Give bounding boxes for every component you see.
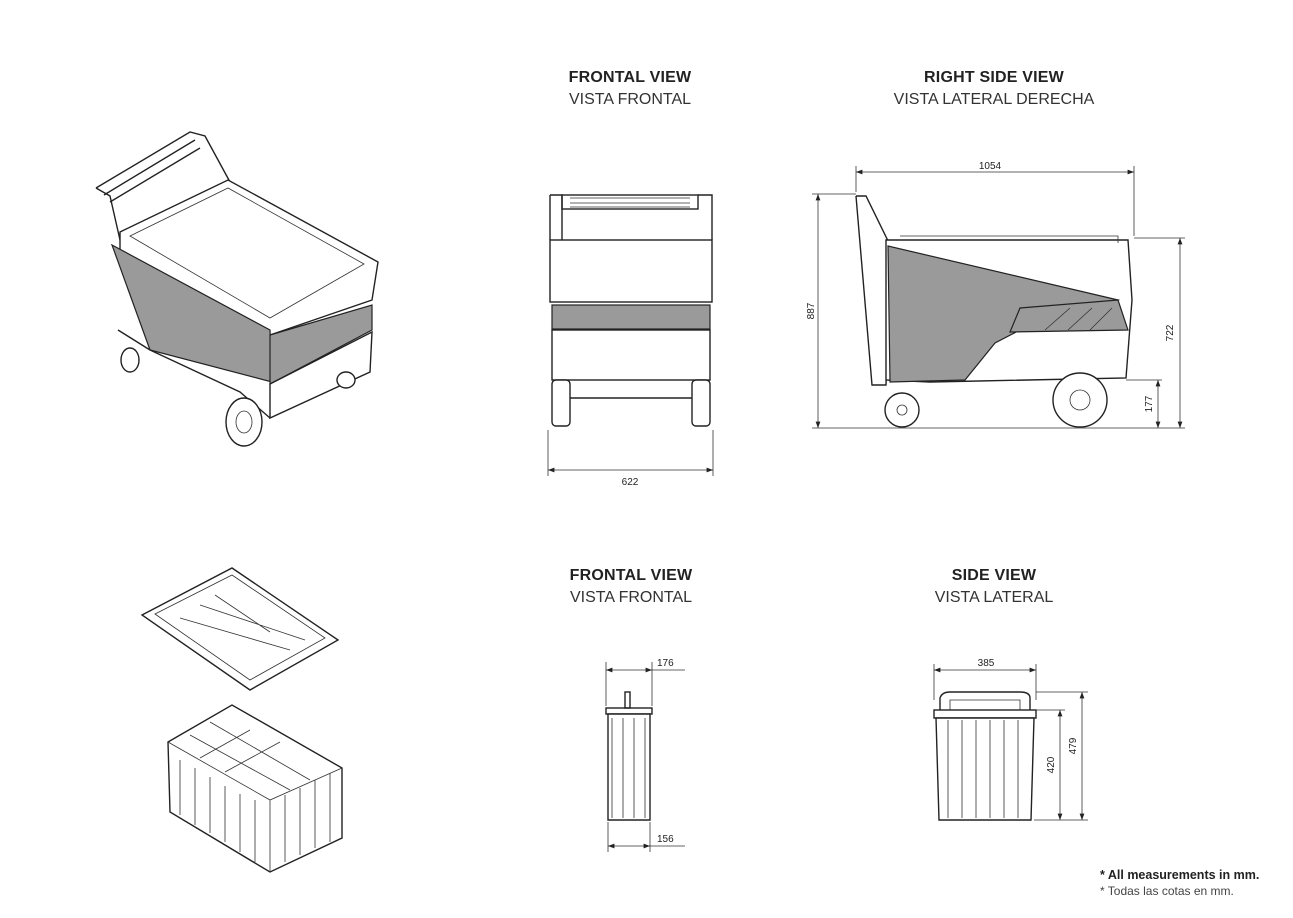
dimension-width-622: 622 (622, 477, 639, 488)
title-es: VISTA FRONTAL (568, 91, 692, 108)
dimension-length-1054: 1054 (979, 161, 1002, 172)
title-en: RIGHT SIDE VIEW (924, 69, 1064, 86)
cart-side-drawing: 1054 887 722 177 (806, 161, 1185, 429)
dimension-body-height-722: 722 (1165, 324, 1176, 341)
title-es: VISTA LATERAL (934, 589, 1054, 606)
title-es: VISTA FRONTAL (569, 589, 693, 606)
dimension-width-385: 385 (978, 658, 995, 669)
top-side-view-title: RIGHT SIDE VIEW VISTA LATERAL DERECHA (844, 67, 1144, 111)
dimension-bottom-width-156: 156 (657, 834, 674, 845)
cart-isometric-drawing (95, 131, 379, 447)
title-en: SIDE VIEW (951, 567, 1037, 584)
dimension-total-height-479: 479 (1068, 737, 1079, 754)
title-es: VISTA LATERAL DERECHA (893, 91, 1095, 108)
crate-side-drawing: 385 420 479 (933, 658, 1088, 821)
dimension-body-height-420: 420 (1046, 756, 1057, 773)
lid-and-crate-isometric-drawing (140, 567, 343, 873)
bottom-frontal-view-title: FRONTAL VIEW VISTA FRONTAL (481, 565, 781, 609)
dimension-top-width-176: 176 (657, 658, 674, 669)
crate-frontal-drawing: 176 156 (605, 658, 685, 852)
dimension-clearance-177: 177 (1144, 395, 1155, 412)
note-en: * All measurements in mm. (1100, 868, 1260, 882)
measurement-note: * All measurements in mm. * Todas las co… (1100, 867, 1259, 899)
title-en: FRONTAL VIEW (568, 69, 692, 86)
cart-frontal-drawing: 622 (547, 194, 714, 488)
bottom-side-view-title: SIDE VIEW VISTA LATERAL (844, 565, 1144, 609)
title-en: FRONTAL VIEW (569, 567, 693, 584)
dimension-height-887: 887 (806, 302, 817, 319)
note-es: * Todas las cotas en mm. (1100, 884, 1234, 898)
top-frontal-view-title: FRONTAL VIEW VISTA FRONTAL (480, 67, 780, 111)
